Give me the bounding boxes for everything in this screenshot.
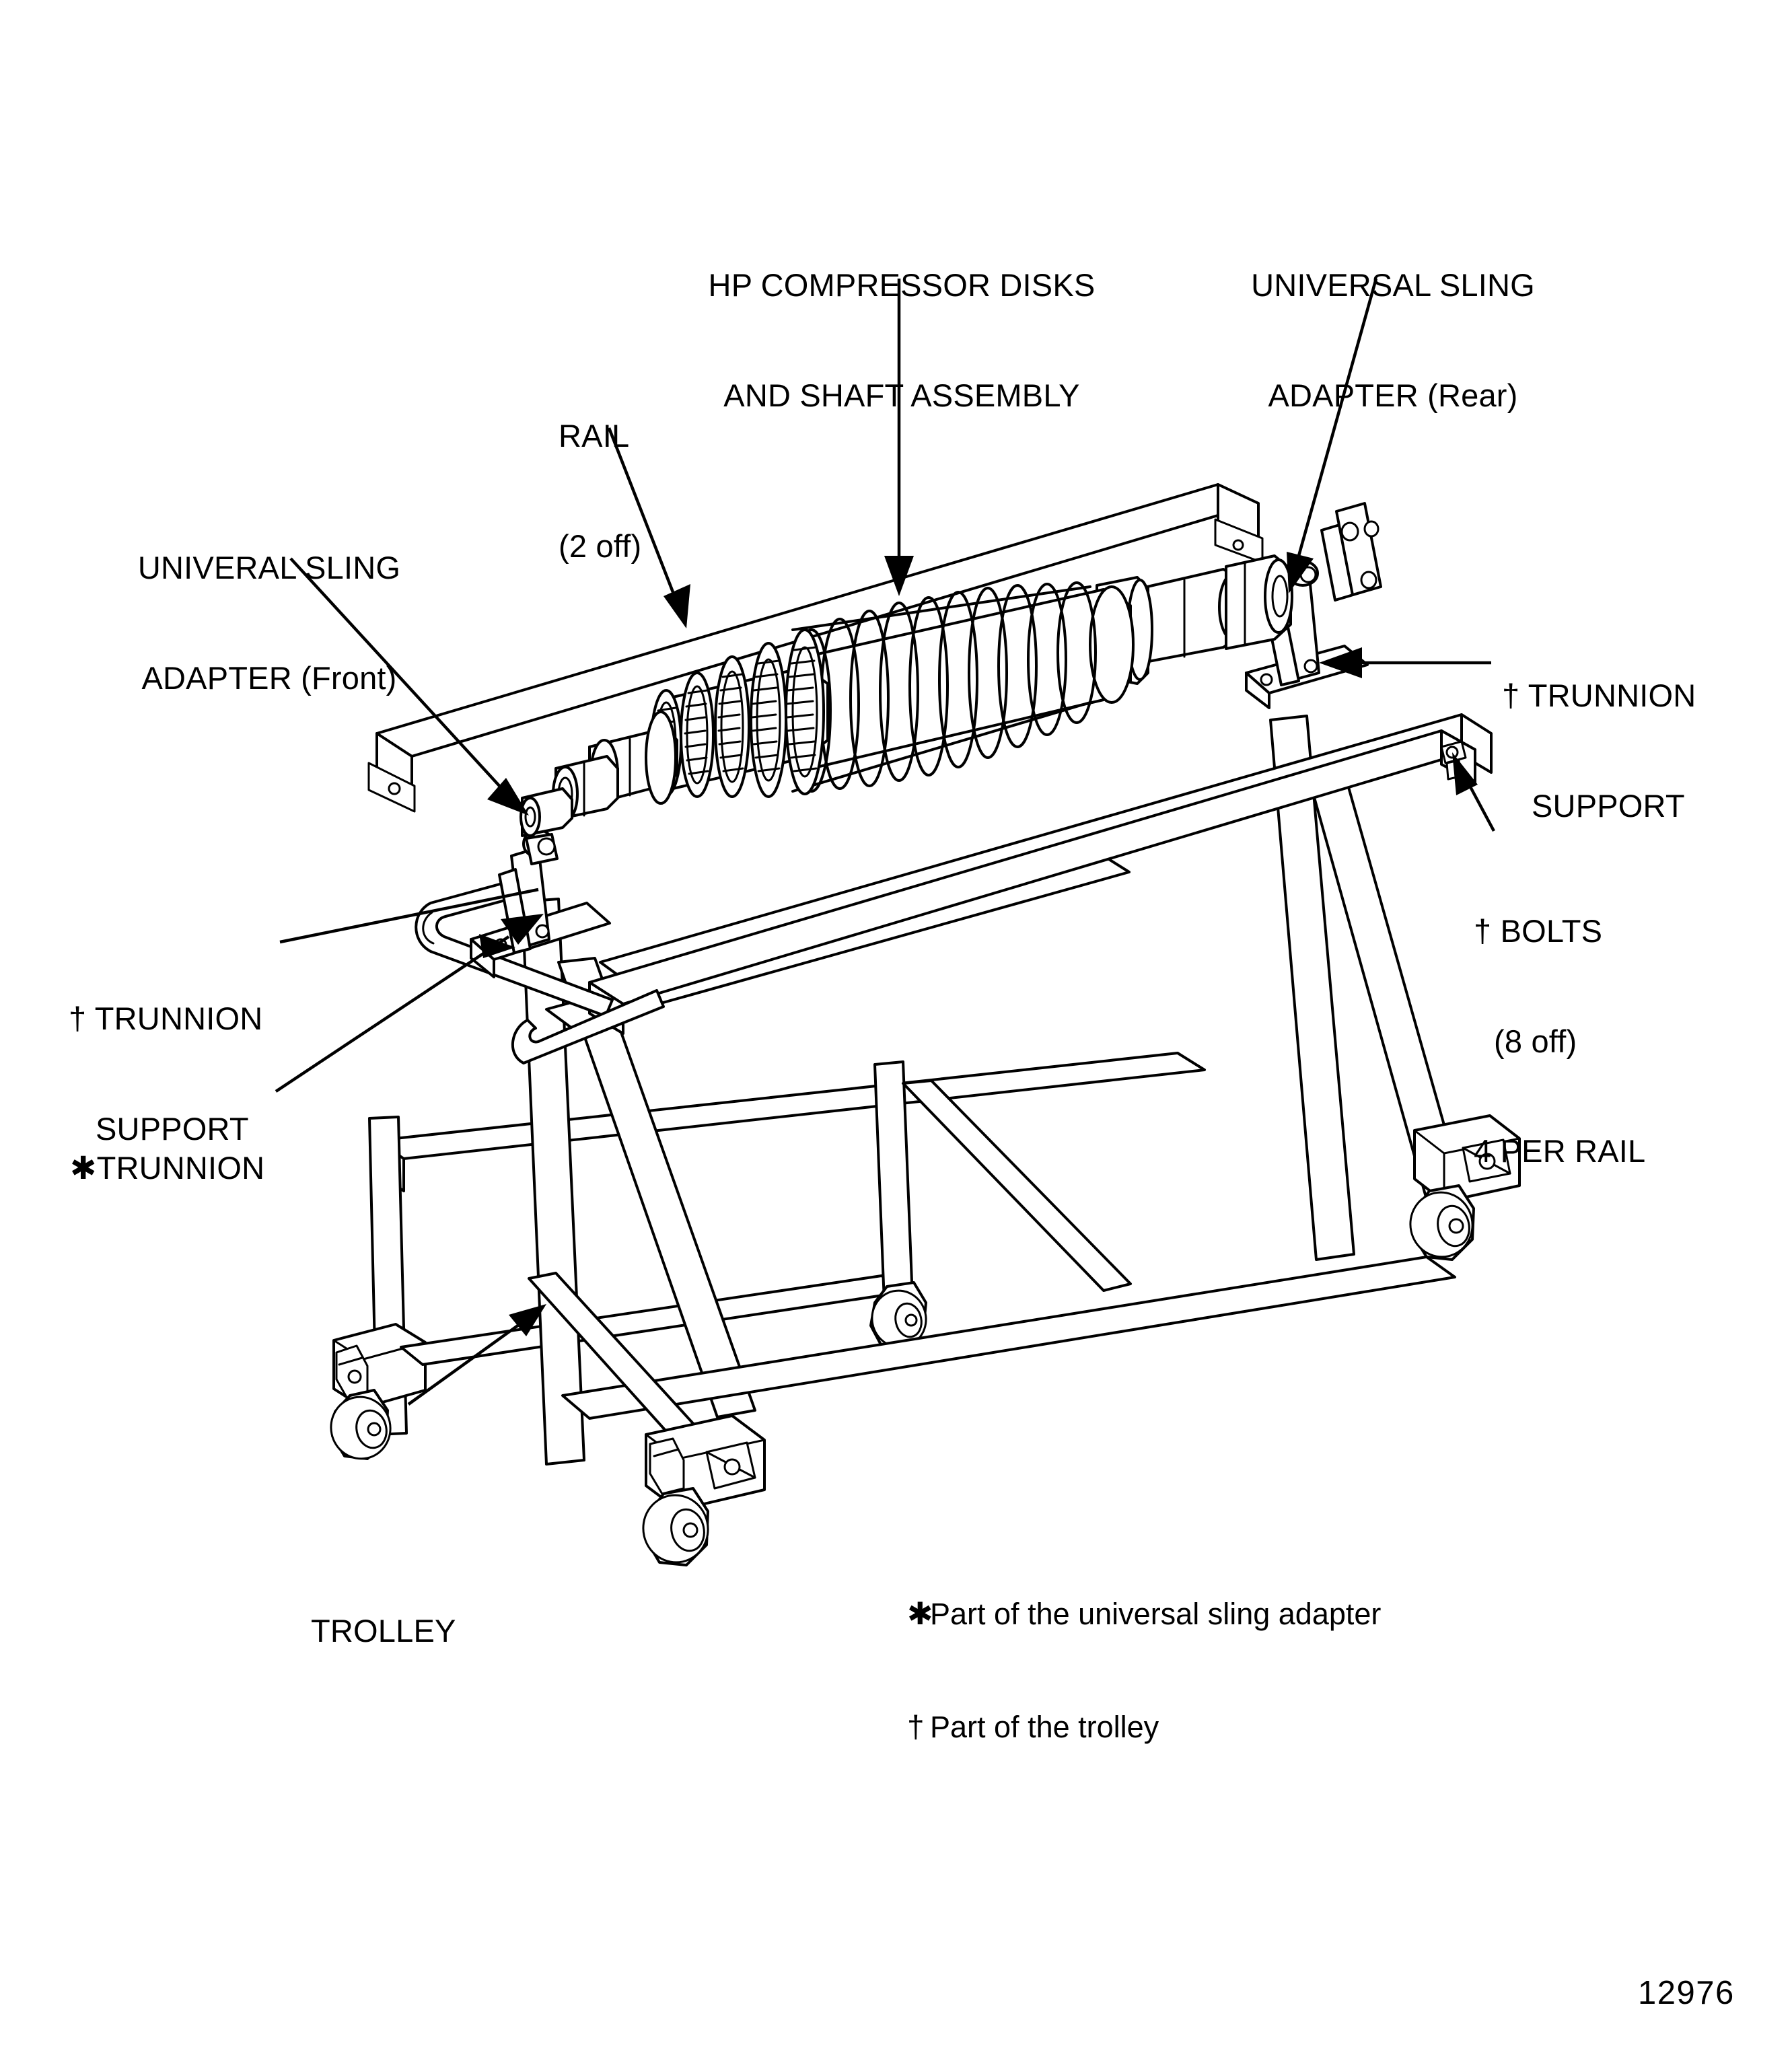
callout-hp-compressor-line1: HP COMPRESSOR DISKS bbox=[708, 267, 1096, 303]
callout-sling-adapter-front-line1: UNIVERAL SLING bbox=[137, 550, 401, 586]
rotor-rear-coupling bbox=[1225, 554, 1293, 650]
callout-bolts-line1: † BOLTS bbox=[1474, 913, 1603, 949]
caster-front-left bbox=[642, 1487, 709, 1566]
leader-sling-front bbox=[289, 557, 529, 816]
bladed-disk-2 bbox=[750, 642, 787, 798]
rotor-bladed-disks bbox=[650, 628, 829, 798]
callout-sling-adapter-front-line2: ADAPTER (Front) bbox=[141, 659, 397, 696]
rail-rear bbox=[367, 483, 1264, 813]
caster-front-right bbox=[1409, 1184, 1475, 1261]
footnote-legend: ✱Part of the universal sling adapter †Pa… bbox=[907, 1519, 1381, 1821]
trolley-foot-front-right bbox=[1413, 1114, 1521, 1203]
callout-trolley: TROLLEY bbox=[311, 1540, 533, 1723]
trolley-leg-front-right bbox=[1269, 715, 1355, 1261]
leader-trunnion-support-left bbox=[279, 888, 539, 944]
callout-trunnion-support-right-line1: † TRUNNION bbox=[1502, 678, 1696, 714]
legend-item-trolley-text: Part of the trolley bbox=[930, 1710, 1159, 1745]
callout-bolts: † BOLTS (8 off) 4 PER RAIL bbox=[1474, 840, 1763, 1243]
sling-adapter-rear-link bbox=[1320, 502, 1382, 602]
trolley-frame bbox=[330, 713, 1521, 1566]
trolley-lower-rear-rail bbox=[375, 1052, 1206, 1192]
callout-trunnion-support-left-line1: † TRUNNION bbox=[69, 1001, 263, 1037]
caster-back-left bbox=[330, 1389, 392, 1460]
universal-sling-adapter-front-yoke bbox=[415, 877, 665, 1064]
trolley-bottom-rear-rail bbox=[400, 1274, 906, 1366]
callout-sling-adapter-front: UNIVERAL SLING ADAPTER (Front) bbox=[94, 476, 444, 770]
callout-trunnion-support-right: † TRUNNION SUPPORT bbox=[1502, 604, 1785, 898]
callout-trunnion-line1: ✱TRUNNION bbox=[70, 1150, 265, 1186]
leader-trunnion-left bbox=[275, 914, 544, 1093]
callout-trunnion: ✱TRUNNION bbox=[70, 1077, 353, 1260]
leader-sling-rear bbox=[1287, 278, 1378, 593]
callout-rail-line2: (2 off) bbox=[559, 528, 642, 564]
callout-rail-line1: RAIL bbox=[559, 418, 630, 454]
bladed-disk-3 bbox=[714, 655, 750, 798]
trolley-foot-front-left bbox=[645, 1414, 766, 1511]
callout-sling-adapter-rear: UNIVERSAL SLING ADAPTER (Rear) bbox=[1211, 194, 1575, 487]
callout-hp-compressor-line2: AND SHAFT ASSEMBLY bbox=[723, 377, 1080, 413]
callout-hp-compressor: HP COMPRESSOR DISKS AND SHAFT ASSEMBLY bbox=[659, 194, 1144, 487]
legend-item-sling-adapter-text: Part of the universal sling adapter bbox=[930, 1596, 1382, 1631]
trolley-bottom-front-rail bbox=[561, 1256, 1456, 1420]
trolley-brace-back-right bbox=[902, 1079, 1132, 1292]
callout-bolts-line2: (8 off) bbox=[1494, 1023, 1577, 1059]
callout-sling-adapter-rear-line1: UNIVERSAL SLING bbox=[1251, 267, 1535, 303]
leader-trunnion-inner bbox=[479, 934, 515, 958]
legend-item-trolley: †Part of the trolley bbox=[907, 1708, 1381, 1746]
callout-trunnion-support-left: † TRUNNION SUPPORT bbox=[69, 927, 351, 1221]
leader-hp-compressor bbox=[884, 279, 914, 596]
rotor-front-stub bbox=[519, 787, 573, 837]
leader-lines bbox=[275, 278, 1495, 1406]
trolley-foot-back-left bbox=[332, 1323, 427, 1409]
leader-trunnion-support-right bbox=[1319, 647, 1491, 678]
dagger-icon: † bbox=[907, 1709, 925, 1745]
rails-group bbox=[367, 483, 1476, 1035]
bladed-disk-1 bbox=[785, 628, 825, 795]
bladed-disk-4 bbox=[680, 672, 715, 798]
figure-number: 12976 bbox=[1638, 1975, 1735, 2011]
leader-trolley bbox=[407, 1304, 546, 1406]
callout-trolley-line1: TROLLEY bbox=[311, 1613, 456, 1649]
leader-bolts bbox=[1452, 752, 1495, 832]
leader-rail bbox=[607, 427, 690, 628]
callout-trunnion-support-right-line2: SUPPORT bbox=[1532, 787, 1685, 824]
asterisk-icon: ✱ bbox=[907, 1595, 933, 1631]
hp-compressor-rotor bbox=[519, 554, 1293, 837]
callout-sling-adapter-rear-line2: ADAPTER (Rear) bbox=[1268, 377, 1518, 413]
callout-rail: RAIL (2 off) bbox=[559, 345, 801, 638]
trunnion-front bbox=[522, 829, 559, 865]
legend-item-sling-adapter: ✱Part of the universal sling adapter bbox=[907, 1595, 1381, 1633]
callout-bolts-line3: 4 PER RAIL bbox=[1474, 1133, 1646, 1169]
callout-trunnion-support-left-line2: SUPPORT bbox=[96, 1110, 249, 1147]
